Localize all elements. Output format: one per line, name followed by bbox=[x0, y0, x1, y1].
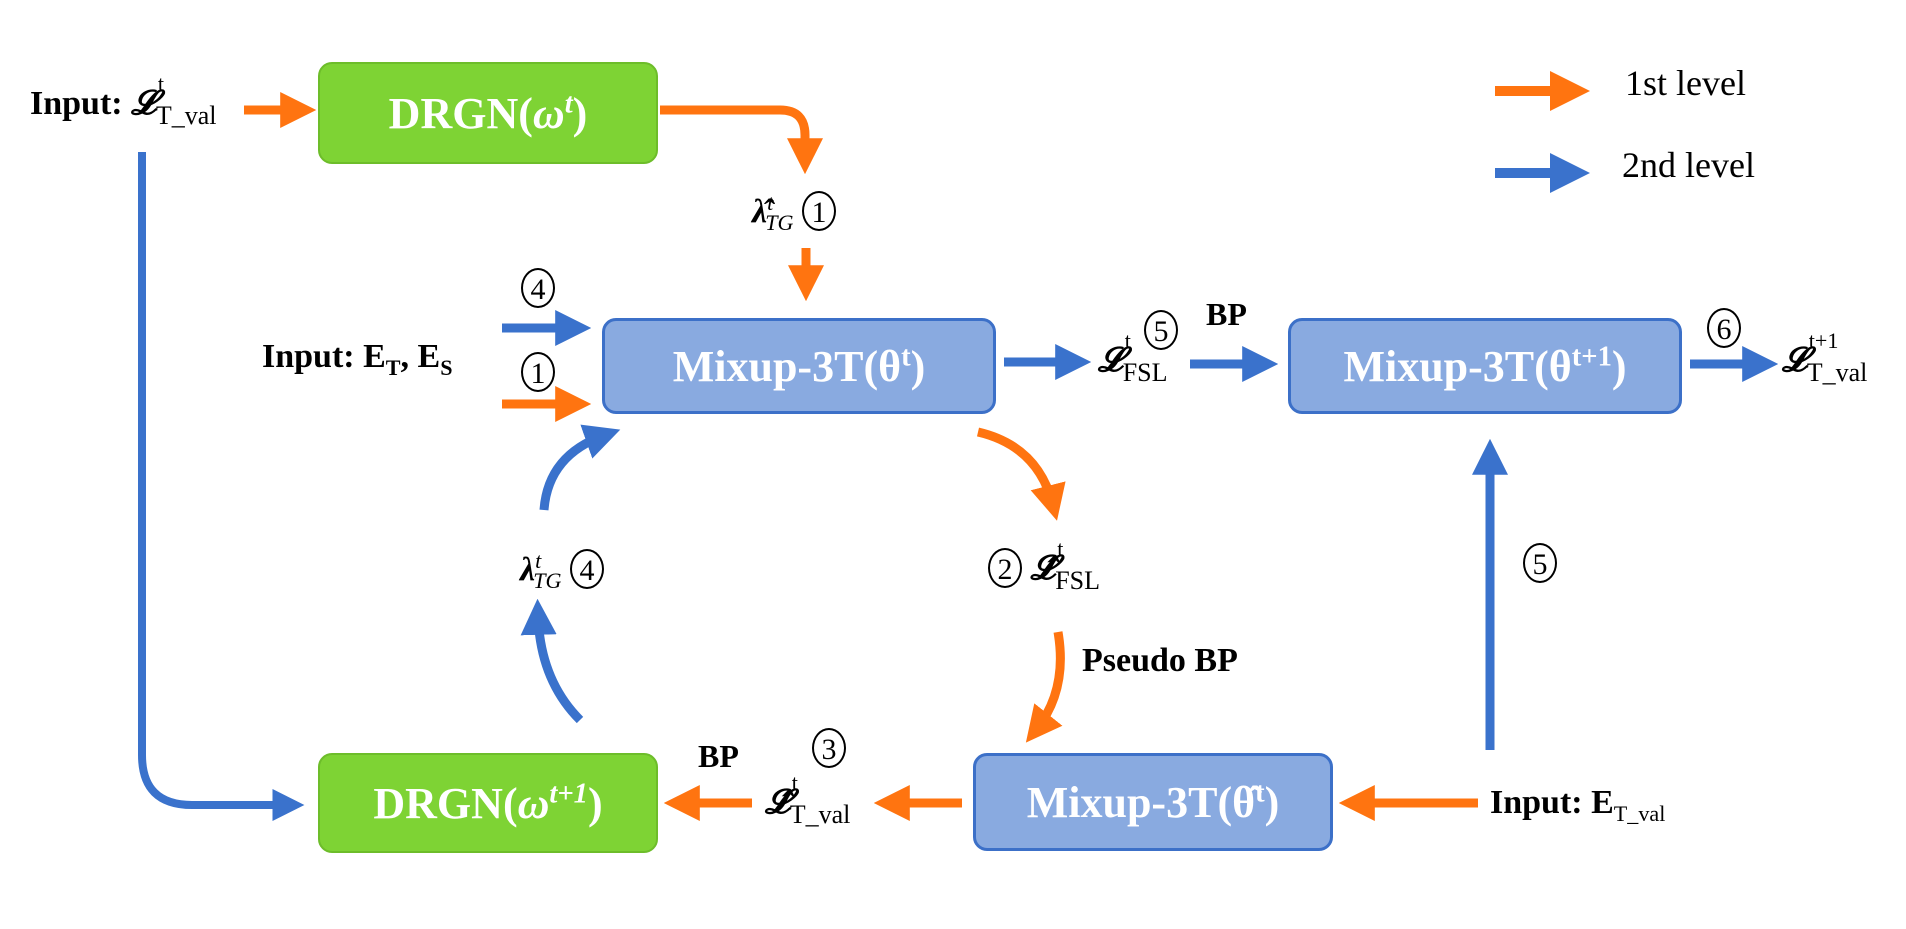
step-badge-1-input: 1 bbox=[521, 352, 555, 392]
drgn-box-next: DRGN(ωt+1) bbox=[318, 753, 658, 853]
step-badge-5-vertical: 5 bbox=[1523, 543, 1557, 583]
pseudo-bp-label: Pseudo BP bbox=[1082, 642, 1238, 679]
step-badge-6: 6 bbox=[1707, 308, 1741, 348]
arrow-mixup-to-loss-fsl-hat bbox=[976, 427, 1066, 521]
step-badge-1: 1 bbox=[801, 191, 836, 232]
input-val-embeddings-label: Input: ET_val bbox=[1490, 784, 1666, 826]
input-embeddings-label: Input: ET, ES bbox=[262, 338, 453, 380]
arrow-drgn-to-lambda-hat bbox=[660, 105, 823, 175]
mixup-box-pseudo-label: Mixup-3T(θ̂t) bbox=[1026, 776, 1280, 827]
arrow-pseudo-bp bbox=[1025, 631, 1065, 743]
legend-label-1st-level: 1st level bbox=[1625, 63, 1746, 103]
mixup-box-current: Mixup-3T(θt) bbox=[602, 318, 996, 414]
step-badge-3: 3 bbox=[812, 728, 846, 768]
step-badge-4: 4 bbox=[569, 549, 604, 590]
mixup-box-next: Mixup-3T(θt+1) bbox=[1288, 318, 1682, 414]
step-badge-2: 2 bbox=[988, 548, 1022, 588]
lambda-label: λtTG 4 bbox=[520, 548, 604, 594]
bp-label-bottom: BP bbox=[698, 738, 739, 774]
drgn-box-next-label: DRGN(ωt+1) bbox=[373, 777, 603, 828]
mixup-box-current-label: Mixup-3T(θt) bbox=[672, 340, 926, 391]
drgn-box-current: DRGN(ωt) bbox=[318, 62, 658, 164]
lambda-hat-label: λ̂tTG 1 bbox=[752, 190, 836, 236]
arrow-lambda-to-mixup bbox=[539, 424, 621, 511]
drgn-box-current-label: DRGN(ωt) bbox=[388, 87, 588, 138]
bp-label-top: BP bbox=[1206, 296, 1247, 332]
arrow-input-to-drgn-next bbox=[138, 152, 305, 821]
legend-label-2nd-level: 2nd level bbox=[1622, 145, 1755, 185]
mixup-box-next-label: Mixup-3T(θt+1) bbox=[1343, 340, 1627, 391]
mixup-box-pseudo: Mixup-3T(θ̂t) bbox=[973, 753, 1333, 851]
step-badge-4-input: 4 bbox=[521, 268, 555, 308]
arrow-drgn-next-to-lambda bbox=[520, 598, 584, 724]
step-badge-5-fsl: 5 bbox=[1144, 310, 1178, 350]
